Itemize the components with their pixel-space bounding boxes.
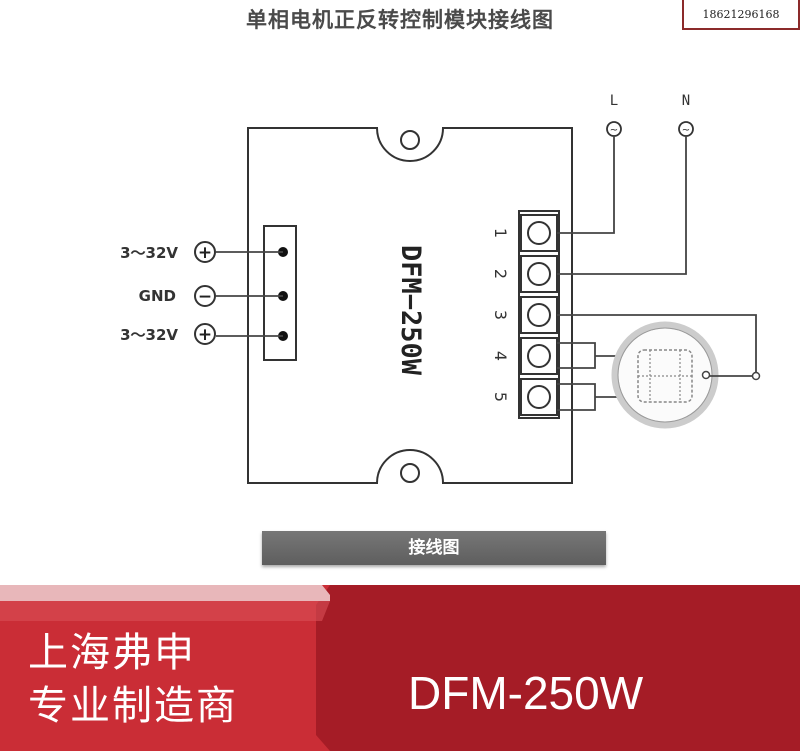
l-ac-symbol: ~: [610, 125, 618, 136]
mount-hole-top: [400, 130, 420, 150]
n-ac-symbol: ~: [682, 125, 690, 136]
n-ac-icon: ~: [678, 121, 694, 137]
n-label: N: [682, 93, 690, 109]
page-title: 单相电机正反转控制模块接线图: [246, 8, 554, 32]
motor-icon: [611, 321, 752, 429]
terminal-number-1: 1: [491, 228, 510, 238]
left-label-2: GND: [139, 287, 176, 305]
left-label-1: 3～32V: [120, 244, 178, 262]
l-label: L: [610, 93, 618, 109]
module-body: [247, 127, 573, 484]
terminal-number-5: 5: [491, 392, 510, 402]
power-wires: [557, 136, 757, 376]
terminal-number-3: 3: [491, 310, 510, 320]
left-symbol-3: +: [198, 325, 212, 345]
diagram-caption: 接线图: [262, 531, 606, 565]
minus-symbol: −: [194, 285, 216, 307]
wiring-diagram: DFM−250W + − + 3～32V GND 3～32V 1 2 3: [120, 93, 761, 484]
left-symbol-2: −: [198, 287, 212, 307]
left-label-3: 3～32V: [120, 326, 178, 344]
right-terminals: [520, 214, 558, 416]
l-ac-icon: ~: [606, 121, 622, 137]
plus-symbol-1: +: [194, 241, 216, 263]
company-tagline: 专业制造商: [28, 683, 238, 729]
terminal-number-2: 2: [491, 269, 510, 279]
terminal-number-4: 4: [491, 351, 510, 361]
plus-symbol-2: +: [194, 323, 216, 345]
left-symbol-1: +: [198, 243, 212, 263]
module-model-label: DFM−250W: [395, 245, 426, 376]
brand-banner: [0, 585, 800, 751]
mount-hole-bottom: [400, 463, 420, 483]
phone-number-badge: 18621296168: [682, 0, 800, 30]
banner-model: DFM-250W: [408, 667, 644, 719]
company-name: 上海弗申: [28, 630, 196, 676]
